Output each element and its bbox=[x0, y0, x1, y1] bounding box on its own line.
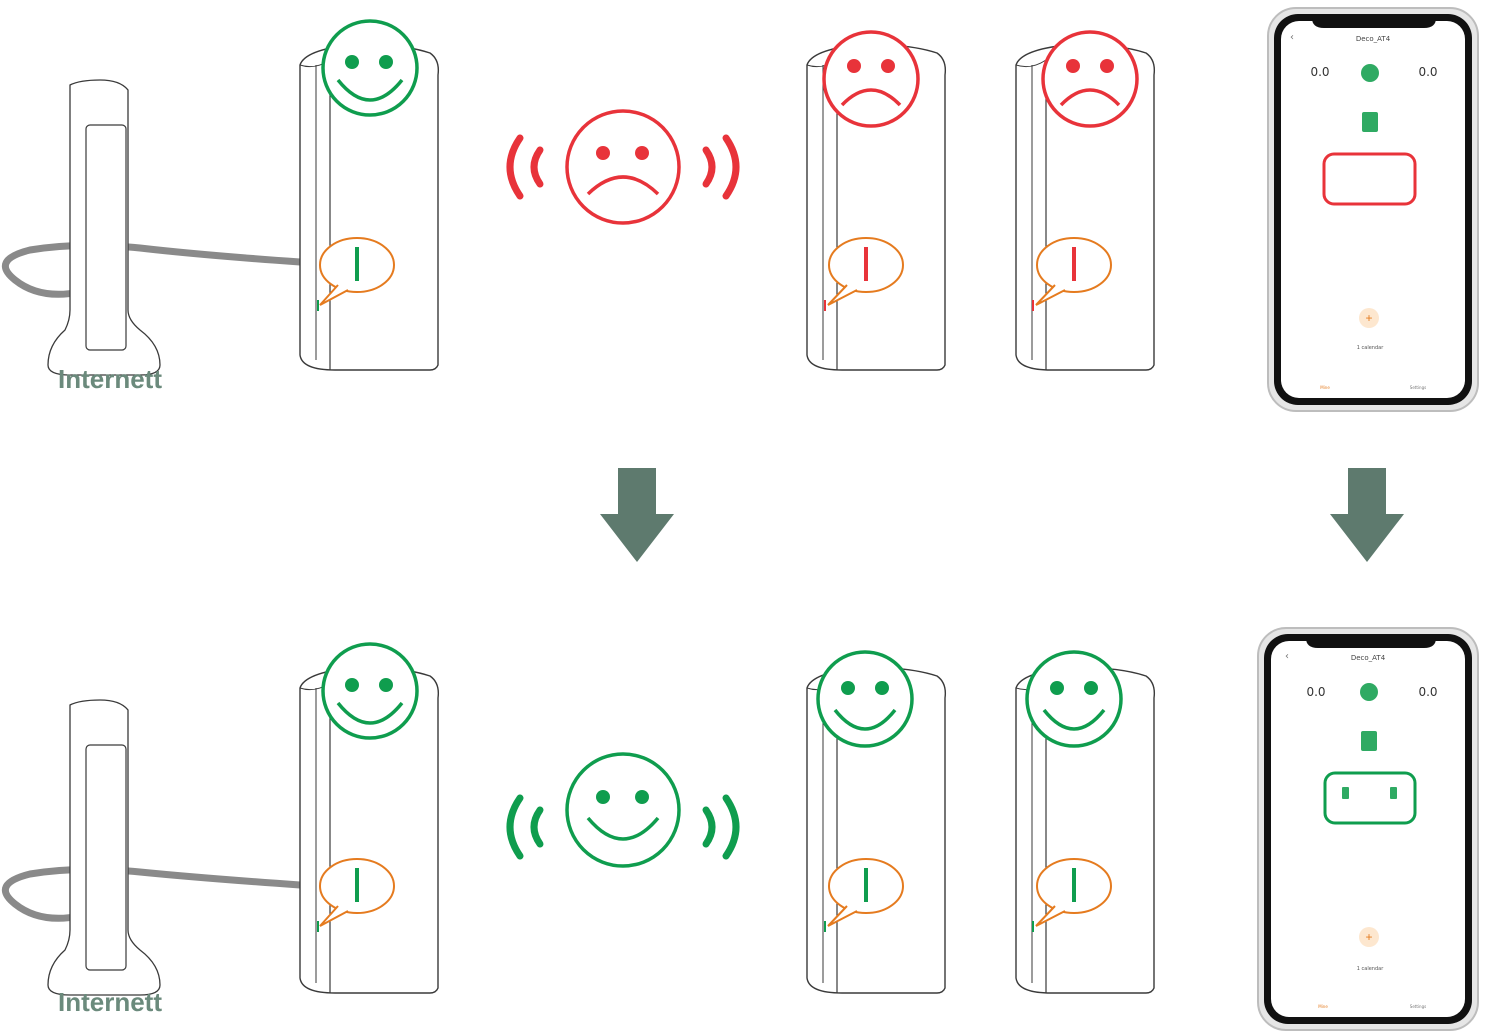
router-label: Internett bbox=[58, 364, 162, 394]
back-icon[interactable]: ‹ bbox=[1290, 32, 1294, 43]
svg-text:+: + bbox=[1365, 311, 1372, 325]
phone-title: Deco_AT4 bbox=[1351, 654, 1386, 662]
ethernet-cable bbox=[5, 869, 300, 918]
back-icon[interactable]: ‹ bbox=[1285, 651, 1289, 662]
svg-text:+: + bbox=[1365, 930, 1372, 944]
phone-before: ‹ Deco_AT4 0.0 0.0 + 1 calendar Mine Set… bbox=[1268, 8, 1478, 411]
main-node-icon[interactable] bbox=[1362, 112, 1378, 132]
calendar-label: 1 calendar bbox=[1357, 966, 1384, 972]
happy-face-icon bbox=[323, 21, 417, 115]
globe-icon bbox=[1360, 683, 1378, 701]
nav-right[interactable]: Settings bbox=[1410, 1004, 1426, 1009]
arrow-down-icon bbox=[600, 468, 674, 562]
satellite-node-icon[interactable] bbox=[1390, 787, 1397, 799]
router-icon bbox=[48, 700, 160, 995]
calendar-label: 1 calendar bbox=[1357, 345, 1384, 351]
globe-icon bbox=[1361, 64, 1379, 82]
right-value: 0.0 bbox=[1418, 685, 1437, 699]
sad-signal-icon bbox=[510, 111, 736, 223]
right-value: 0.0 bbox=[1418, 65, 1437, 79]
sad-face-icon bbox=[824, 32, 918, 126]
phone-after: ‹ Deco_AT4 0.0 0.0 + 1 calendar Mine Set… bbox=[1258, 628, 1478, 1030]
row-before: Internett bbox=[5, 8, 1478, 411]
phone-title: Deco_AT4 bbox=[1356, 35, 1391, 43]
router-icon bbox=[48, 80, 160, 375]
satellite-node-icon[interactable] bbox=[1342, 787, 1349, 799]
happy-face-icon bbox=[323, 644, 417, 738]
row-after: Internett bbox=[5, 628, 1478, 1030]
ethernet-cable bbox=[5, 245, 300, 294]
happy-face-icon bbox=[818, 652, 912, 746]
sad-face-icon bbox=[1043, 32, 1137, 126]
nav-left[interactable]: Mine bbox=[1318, 1004, 1328, 1009]
left-value: 0.0 bbox=[1310, 65, 1329, 79]
router-label: Internett bbox=[58, 987, 162, 1017]
nav-right[interactable]: Settings bbox=[1410, 385, 1426, 390]
nav-left[interactable]: Mine bbox=[1320, 385, 1330, 390]
arrow-down-icon bbox=[1330, 468, 1404, 562]
main-node-icon[interactable] bbox=[1361, 731, 1377, 751]
left-value: 0.0 bbox=[1306, 685, 1325, 699]
happy-signal-icon bbox=[510, 754, 736, 866]
happy-face-icon bbox=[1027, 652, 1121, 746]
